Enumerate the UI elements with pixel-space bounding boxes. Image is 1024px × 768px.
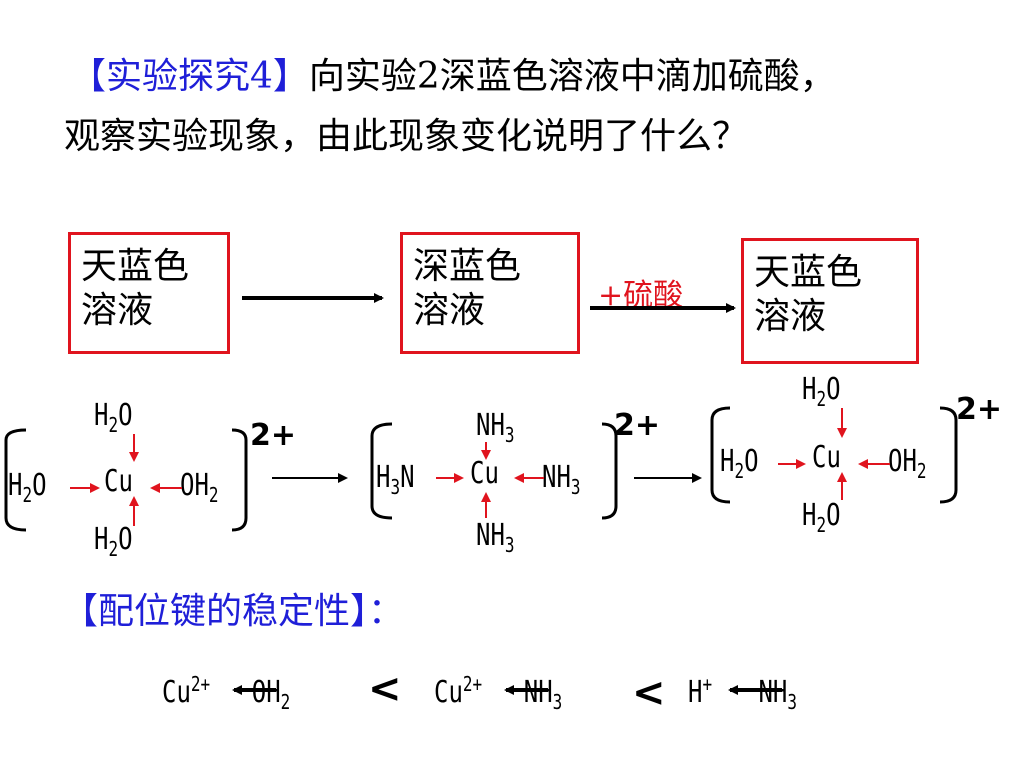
c3-left-ligand: H2O (720, 444, 759, 483)
c3-right-bracket (939, 406, 958, 504)
question-tag: 【实验探究4】 (70, 56, 309, 97)
stability-item-3: H+NH3 (688, 672, 798, 714)
stability-title: 【配位键的稳定性】： (62, 591, 405, 632)
box3-line2: 溶液 (754, 296, 827, 337)
c2-right-bracket (601, 422, 618, 520)
c2-right-ligand: NH3 (542, 460, 581, 499)
c1-left-ligand: H2O (8, 468, 47, 507)
c3-right-ligand: OH2 (888, 444, 927, 483)
c2-left-ligand: H3N (376, 460, 415, 499)
c1-bottom-ligand: H2O (94, 522, 133, 561)
less-than-2: < (632, 670, 666, 716)
c3-center-metal: Cu (812, 440, 841, 475)
c3-charge: 2+ (956, 392, 1003, 427)
box2-line2: 溶液 (413, 290, 486, 331)
less-than-1: < (368, 666, 402, 712)
c1-top-ligand: H2O (94, 398, 133, 437)
c2-charge: 2+ (614, 408, 661, 443)
c2-left-bracket (370, 422, 393, 520)
question-text-1: 向实验2深蓝色溶液中滴加硫酸， (308, 56, 836, 97)
c1-left-bracket (4, 428, 27, 532)
c1-right-ligand: OH2 (180, 468, 219, 507)
box1-line1: 天蓝色 (81, 246, 190, 287)
c3-top-ligand: H2O (802, 372, 841, 411)
c1-center-metal: Cu (104, 464, 133, 499)
box-sky-blue-solution-2: 天蓝色 溶液 (741, 238, 919, 364)
box1-line2: 溶液 (81, 290, 154, 331)
c2-top-ligand: NH3 (476, 408, 515, 447)
box2-line1: 深蓝色 (413, 246, 522, 287)
box-deep-blue-solution: 深蓝色 溶液 (400, 232, 580, 354)
c1-charge: 2+ (250, 418, 297, 453)
box-sky-blue-solution-1: 天蓝色 溶液 (68, 232, 230, 354)
c3-left-bracket (710, 406, 731, 504)
question-line-1: 【实验探究4】向实验2深蓝色溶液中滴加硫酸， (70, 52, 836, 102)
stability-item-1: Cu2+OH2 (162, 672, 291, 714)
c3-bottom-ligand: H2O (802, 498, 841, 537)
c2-center-metal: Cu (470, 456, 499, 491)
box3-line1: 天蓝色 (754, 252, 863, 293)
question-line-2: 观察实验现象，由此现象变化说明了什么？ (64, 116, 749, 157)
c1-right-bracket (231, 428, 248, 532)
c2-bonds (436, 442, 544, 518)
stability-item-2: Cu2+NH3 (434, 672, 563, 714)
c1-bonds (70, 434, 182, 526)
c2-bottom-ligand: NH3 (476, 518, 515, 557)
c3-bonds (778, 408, 890, 500)
